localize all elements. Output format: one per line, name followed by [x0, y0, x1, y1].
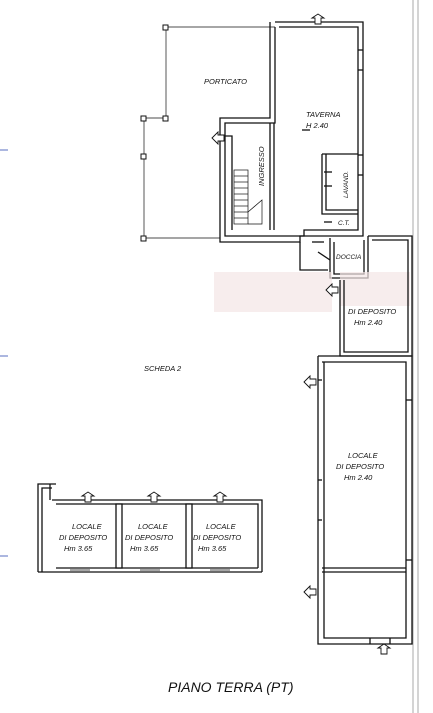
label-locale-big-2: DI DEPOSITO — [336, 462, 384, 471]
entry-arrow-icon — [80, 491, 96, 503]
label-locale-big-1: LOCALE — [348, 451, 379, 460]
entry-arrow-icon — [310, 13, 326, 25]
label-garage-3-height: Hm 3.65 — [198, 544, 227, 553]
plan-title: PIANO TERRA (PT) — [168, 679, 294, 695]
entry-arrow-icon — [146, 491, 162, 503]
entry-arrow-icon — [376, 643, 392, 655]
label-lavand: LAVAND. — [343, 171, 350, 198]
label-taverna: TAVERNA — [306, 110, 340, 119]
taverna-walls — [219, 21, 364, 243]
entry-arrow-icon — [303, 374, 317, 390]
label-doccia: DOCCIA — [336, 254, 361, 261]
porticato-area — [140, 24, 275, 242]
label-garage-2-line2: DI DEPOSITO — [125, 533, 173, 542]
label-garage-3-line1: LOCALE — [206, 522, 237, 531]
label-garage-1-line2: DI DEPOSITO — [59, 533, 107, 542]
label-deposito-small-height: Hm 2.40 — [354, 318, 383, 327]
entry-arrow-icon — [212, 491, 228, 503]
label-deposito-small: DI DEPOSITO — [348, 307, 396, 316]
label-ct: C.T. — [338, 220, 350, 227]
watermark — [214, 272, 332, 312]
entry-arrow-icon — [211, 130, 225, 146]
label-garage-1-height: Hm 3.65 — [64, 544, 93, 553]
label-porticato: PORTICATO — [204, 77, 247, 86]
staircase — [233, 169, 263, 225]
label-garage-2-line1: LOCALE — [138, 522, 169, 531]
label-garage-2-height: Hm 3.65 — [130, 544, 159, 553]
label-locale-big-height: Hm 2.40 — [344, 473, 373, 482]
label-garage-3-line2: DI DEPOSITO — [193, 533, 241, 542]
label-garage-1-line1: LOCALE — [72, 522, 103, 531]
locale-big-walls — [317, 355, 413, 645]
entry-arrow-icon — [303, 584, 317, 600]
garages-walls — [37, 483, 263, 573]
entry-arrow-icon — [325, 282, 339, 298]
label-taverna-height: H 2.40 — [306, 121, 329, 130]
label-scheda: SCHEDA 2 — [144, 364, 182, 373]
label-ingresso: INGRESSO — [257, 146, 266, 186]
watermark — [340, 272, 410, 306]
